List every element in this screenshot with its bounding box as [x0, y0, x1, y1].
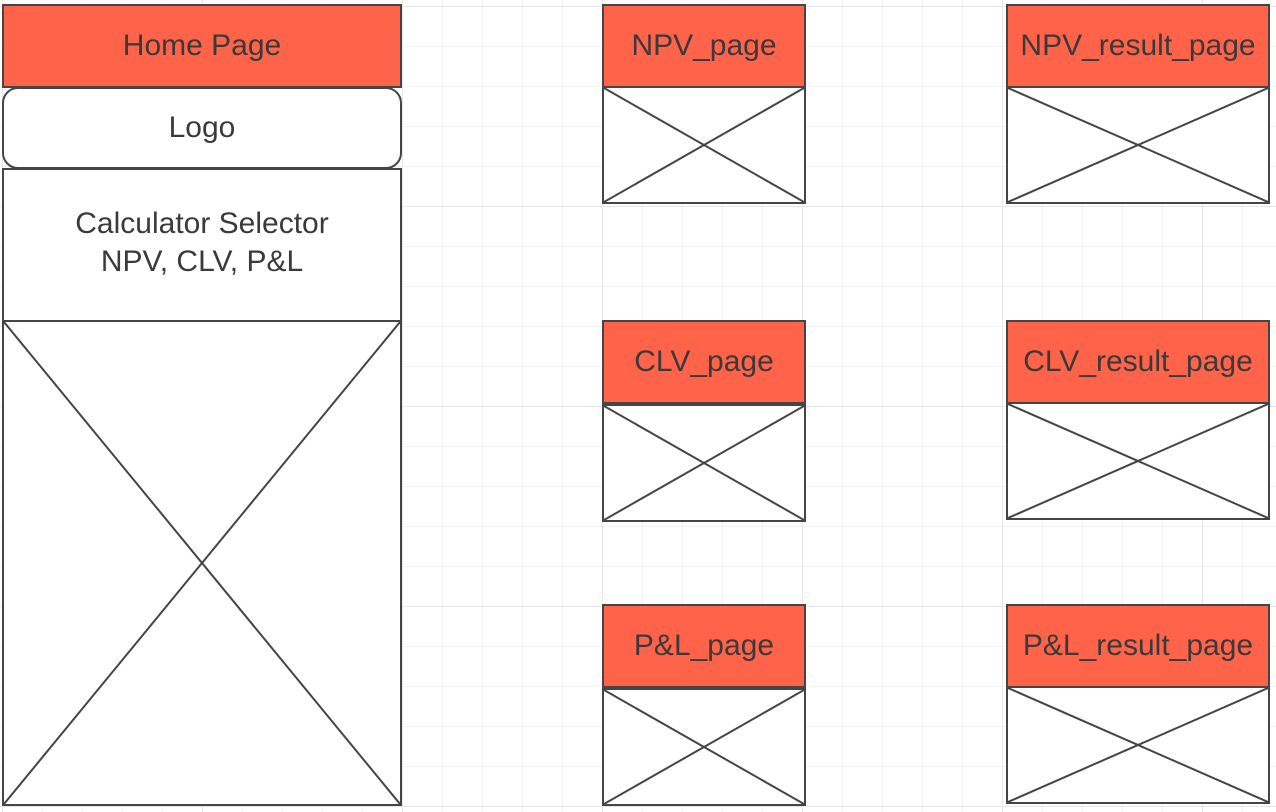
calculator-selector-box: Calculator Selector NPV, CLV, P&L — [2, 168, 402, 322]
placeholder-cross-icon — [1008, 688, 1268, 802]
clv-page-placeholder — [602, 404, 806, 522]
placeholder-cross-icon — [1008, 88, 1268, 202]
clv-page-header: CLV_page — [602, 320, 806, 404]
npv-page-header: NPV_page — [602, 4, 806, 88]
calculator-selector-options: NPV, CLV, P&L — [100, 245, 304, 278]
pl-page-header: P&L_page — [602, 604, 806, 688]
placeholder-cross-icon — [604, 406, 804, 520]
pl-page-placeholder — [602, 688, 806, 806]
pl-result-page-title: P&L_result_page — [1022, 629, 1254, 662]
clv-result-page-title: CLV_result_page — [1023, 345, 1253, 378]
npv-result-page-placeholder — [1006, 86, 1270, 204]
npv-result-page-header: NPV_result_page — [1006, 4, 1270, 88]
placeholder-cross-icon — [4, 322, 400, 804]
npv-page-placeholder — [602, 86, 806, 204]
calculator-selector-label: Calculator Selector — [75, 207, 329, 240]
placeholder-cross-icon — [1008, 404, 1268, 518]
clv-result-page-placeholder — [1006, 402, 1270, 520]
pl-result-page-header: P&L_result_page — [1006, 604, 1270, 688]
npv-page-title: NPV_page — [631, 29, 777, 62]
clv-page-title: CLV_page — [634, 345, 774, 378]
placeholder-cross-icon — [604, 690, 804, 804]
home-content-placeholder — [2, 320, 402, 806]
home-page-title: Home Page — [122, 29, 282, 62]
npv-result-page-title: NPV_result_page — [1020, 29, 1256, 62]
home-page-header: Home Page — [2, 4, 402, 88]
logo-label: Logo — [168, 111, 236, 144]
logo-box: Logo — [2, 87, 402, 169]
placeholder-cross-icon — [604, 88, 804, 202]
clv-result-page-header: CLV_result_page — [1006, 320, 1270, 404]
pl-page-title: P&L_page — [633, 629, 775, 662]
pl-result-page-placeholder — [1006, 686, 1270, 804]
